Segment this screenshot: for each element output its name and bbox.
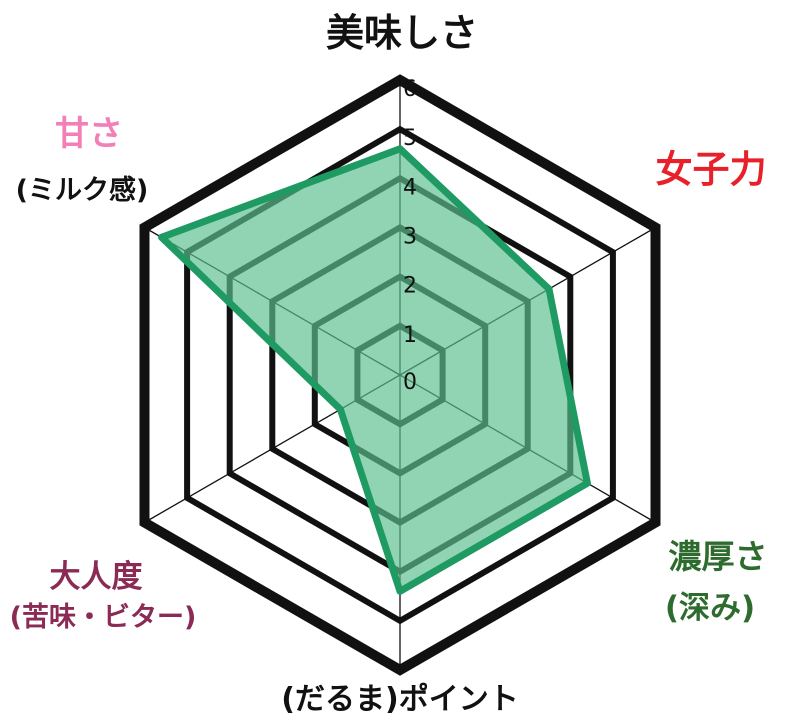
axis-label-daruma-point: (だるま)ポイント	[281, 682, 518, 717]
axis-label-amasa: 甘さ	[55, 114, 123, 154]
axis-sublabel-noukou: (深み)	[665, 590, 755, 626]
series-0-point-1	[545, 285, 553, 293]
series-0-point-5	[158, 233, 166, 241]
series-0-point-0	[396, 145, 404, 153]
tick-label-4: 4	[403, 175, 417, 200]
data-layer	[158, 145, 591, 595]
axis-sublabel-otonado: (苦味・ビター)	[10, 602, 197, 633]
series-0-area	[158, 145, 591, 595]
series-0-point-3	[396, 587, 404, 595]
tick-label-6: 6	[403, 77, 417, 102]
tick-label-1: 1	[403, 323, 417, 348]
tick-label-5: 5	[403, 126, 417, 151]
series-0-point-4	[336, 405, 344, 413]
axis-label-joshiryoku: 女子力	[656, 148, 767, 191]
axis-label-noukou: 濃厚さ	[669, 537, 768, 576]
axis-label-umami: 美味しさ	[326, 11, 478, 55]
axis-sublabel-amasa: (ミルク感)	[16, 174, 149, 206]
series-0-point-2	[583, 479, 591, 487]
tick-labels: 0 1 2 3 4 5 6	[403, 77, 417, 395]
tick-label-0: 0	[403, 370, 417, 395]
tick-label-3: 3	[403, 225, 417, 250]
tick-label-2: 2	[403, 274, 417, 299]
axis-label-otonado: 大人度	[50, 559, 143, 595]
